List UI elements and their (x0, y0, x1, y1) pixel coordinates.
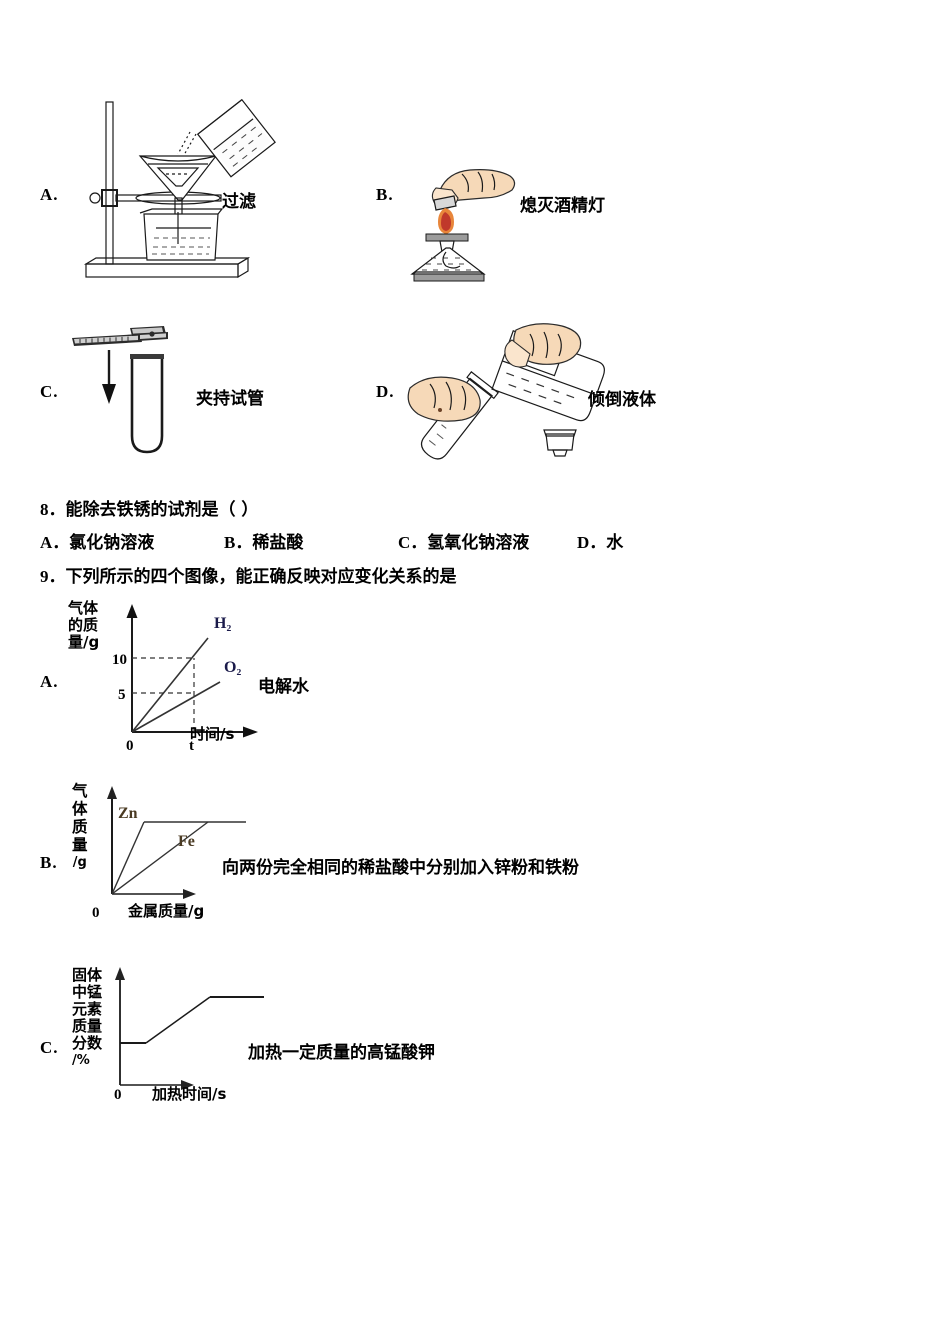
chart-a-ytick-5: 5 (118, 687, 126, 703)
chart-c-ylabel-l1: 固体 (72, 966, 103, 984)
chart-c-origin: 0 (114, 1087, 122, 1103)
question-8-option-d[interactable]: D．水 (577, 528, 623, 553)
chart-c-option-letter: C. (40, 1038, 59, 1057)
option-a-text: 氯化钠溶液 (69, 533, 155, 553)
chart-a-caption: 电解水 (258, 677, 309, 697)
chart-c-plot (106, 963, 306, 1103)
apparatus-option-d-letter: D. (376, 382, 395, 401)
question-8-stem-line: 8．能除去铁锈的试剂是（ ） (40, 495, 258, 520)
chart-b-origin: 0 (92, 905, 100, 921)
extinguish-lamp-caption: 熄灭酒精灯 (520, 196, 605, 216)
option-b-text: 稀盐酸 (252, 533, 304, 553)
option-c-letter: C． (398, 533, 428, 552)
chart-b-caption: 向两份完全相同的稀盐酸中分别加入锌粉和铁粉 (222, 858, 579, 878)
chart-c-xlabel: 加热时间/s (152, 1085, 227, 1103)
option-a-letter: A. (40, 185, 59, 205)
question-8-option-c[interactable]: C．氢氧化钠溶液 (398, 528, 573, 553)
chart-c-ylabel: 固体 中锰 元素 质量 分数 /% (72, 967, 106, 1069)
option-d-letter: D． (577, 533, 607, 552)
question-8-number: 8． (40, 500, 66, 519)
filtration-apparatus-figure (78, 92, 276, 287)
chart-a-option-letter: A. (40, 672, 59, 691)
question-9-stem: 下列所示的四个图像，能正确反映对应变化关系的是 (65, 567, 457, 587)
chart-a-series-o2: O₂ (224, 659, 241, 676)
chart-a-ylabel-line1: 气体 (68, 599, 99, 617)
apparatus-option-a-letter: A. (40, 185, 59, 204)
extinguish-alcohol-lamp-figure (400, 160, 520, 285)
chart-a-xlabel: 时间/s (190, 725, 235, 743)
option-c-letter: C. (40, 382, 59, 402)
clamp-test-tube-caption: 夹持试管 (196, 389, 264, 409)
option-c-text: 氢氧化钠溶液 (427, 533, 530, 553)
chart-c-ylabel-l4: 质量 (72, 1017, 103, 1035)
option-d-text: 水 (606, 533, 624, 553)
chart-c-ylabel-l2: 中锰 (72, 983, 103, 1001)
chart-b-xlabel: 金属质量/g (128, 902, 205, 920)
chart-a-xtick-t: t (189, 738, 194, 754)
chart-b-ylabel-c5: /g (72, 855, 87, 870)
apparatus-option-c-letter: C. (40, 382, 59, 401)
chart-c-caption: 加热一定质量的高锰酸钾 (248, 1043, 435, 1063)
chart-b-ylabel: 气 体 质 量 /g (72, 782, 88, 872)
chart-a-plot: 10 5 0 t H₂ O₂ (110, 600, 340, 754)
chart-c-ylabel-l3: 元素 (72, 1000, 103, 1018)
chart-b-ylabel-c4: 量 (72, 836, 88, 854)
chart-b-ylabel-c3: 质 (72, 818, 88, 836)
chart-a-ylabel: 气体 的质 量/g (68, 600, 114, 651)
chart-a-series-h2: H₂ (214, 615, 231, 632)
pour-liquid-figure (404, 320, 624, 475)
chart-b-ylabel-c2: 体 (72, 800, 88, 818)
question-8-option-b[interactable]: B．稀盐酸 (224, 528, 394, 553)
option-d-letter: D. (376, 382, 395, 402)
filtration-caption: 过滤 (222, 192, 256, 212)
chart-c-ylabel-l6: /% (72, 1053, 90, 1068)
chart-a-ylabel-line3: 量/g (68, 633, 100, 651)
chart-b-series-fe: Fe (178, 833, 195, 850)
chart-b-option-letter: B. (40, 853, 58, 872)
chart-a-ylabel-line2: 的质 (68, 616, 99, 634)
chart-c-ylabel-l5: 分数 (72, 1034, 103, 1052)
chart-a-ytick-10: 10 (112, 652, 127, 668)
apparatus-option-b-letter: B. (376, 185, 394, 204)
option-b-letter: B. (376, 185, 394, 205)
option-a-letter: A． (40, 533, 70, 552)
chart-b-ylabel-c1: 气 (72, 782, 88, 800)
clamp-test-tube-figure (68, 318, 188, 460)
chart-b-plot: Zn Fe (98, 782, 298, 912)
question-8-options: A．氯化钠溶液 B．稀盐酸 C．氢氧化钠溶液 D．水 (40, 528, 623, 553)
chart-b-series-zn: Zn (118, 805, 138, 822)
chart-a-origin: 0 (126, 738, 134, 754)
question-9-number: 9． (40, 567, 66, 586)
option-b-letter: B． (224, 533, 253, 552)
pour-liquid-caption: 倾倒液体 (588, 390, 656, 410)
question-8-stem: 能除去铁锈的试剂是（ ） (65, 500, 259, 520)
question-9-stem-line: 9．下列所示的四个图像，能正确反映对应变化关系的是 (40, 562, 457, 587)
question-8-option-a[interactable]: A．氯化钠溶液 (40, 528, 220, 553)
